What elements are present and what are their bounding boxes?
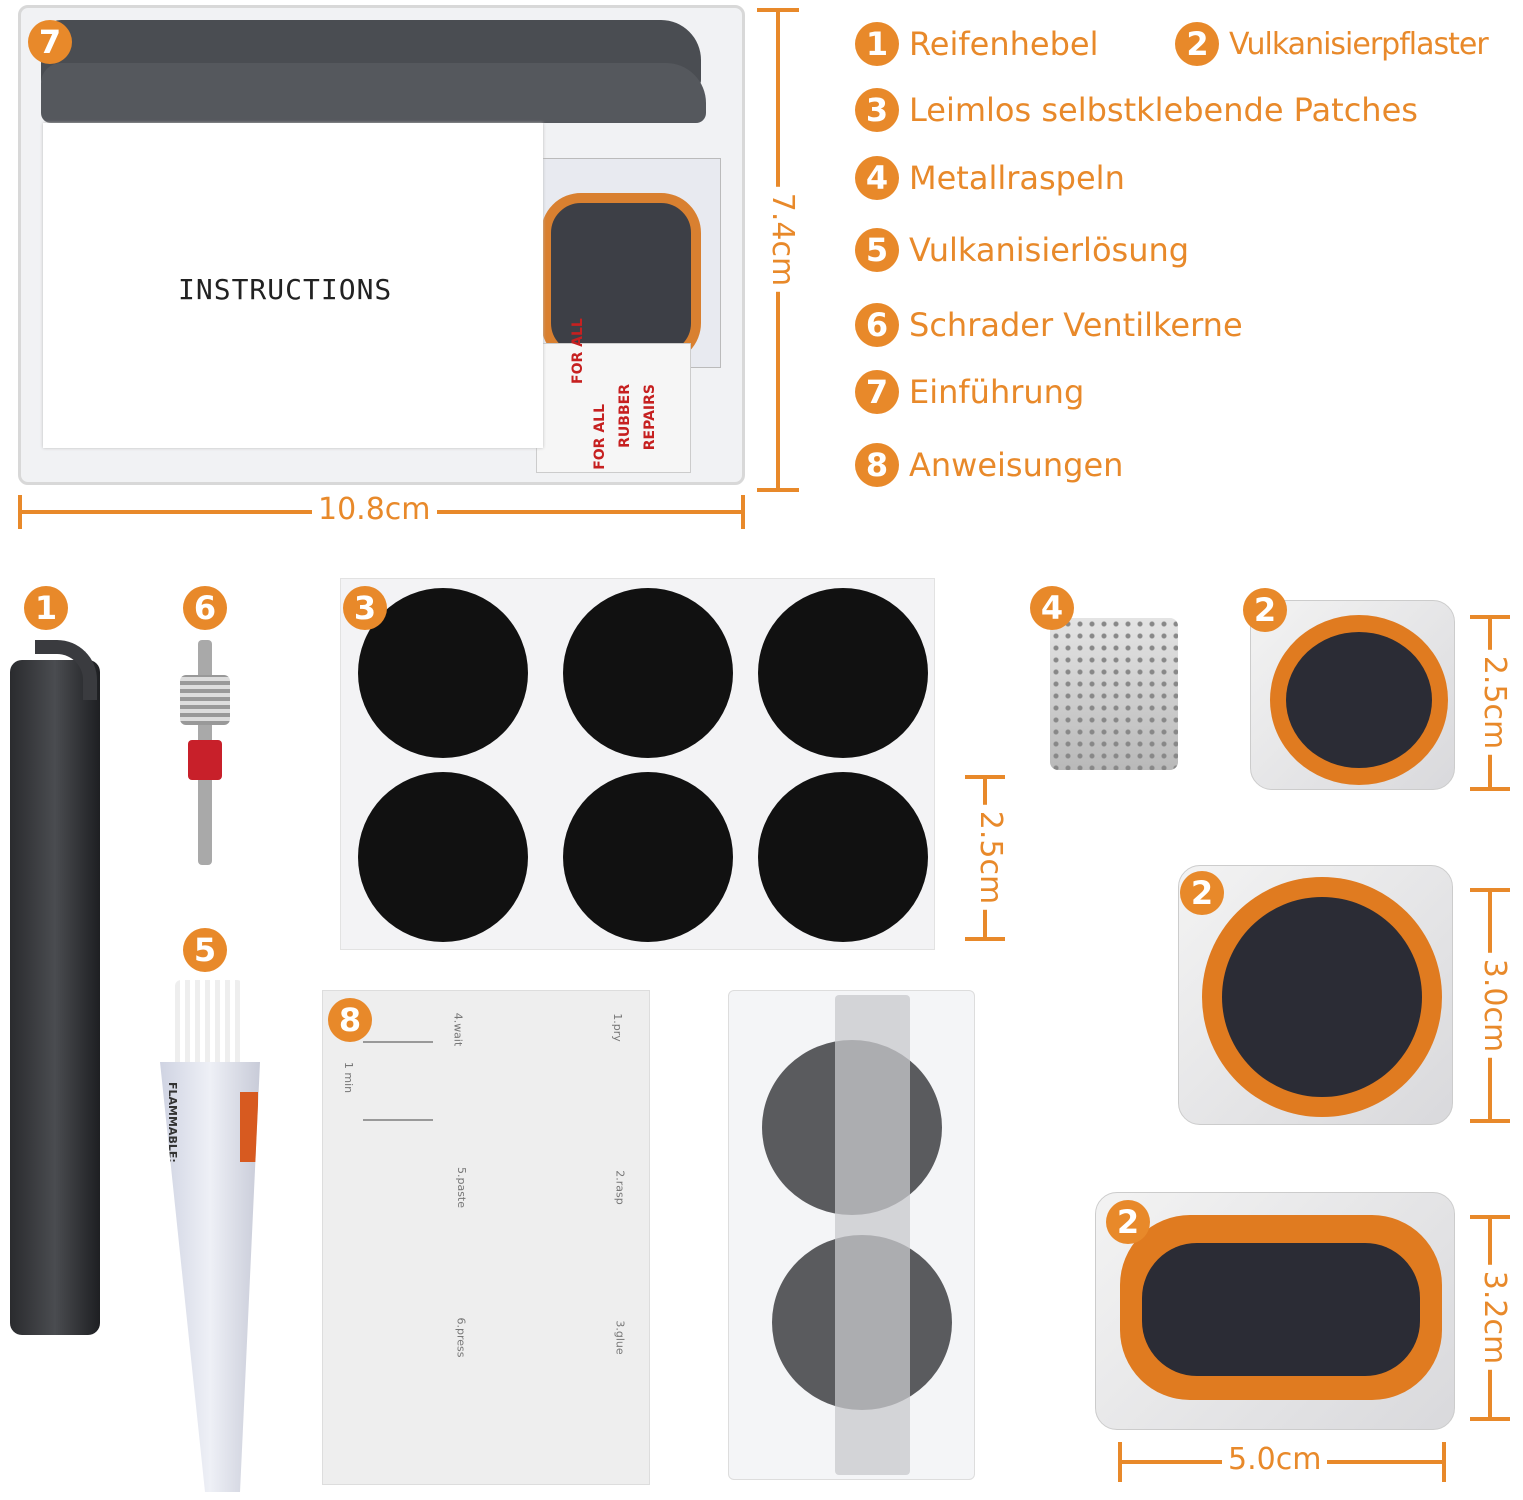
step-label: 1.pry xyxy=(610,1013,624,1042)
step-label: 6.press xyxy=(454,1317,468,1358)
storage-box: FOR ALL FOR ALL RUBBER REPAIRS INSTRUCTI… xyxy=(18,5,745,485)
badge-4: 4 xyxy=(1030,586,1074,630)
patch-small-label: 2.5cm xyxy=(1477,649,1513,756)
packet-text: RUBBER xyxy=(617,384,633,448)
glue-tube-text: FLAMMABLE: xyxy=(166,1082,179,1163)
repair-packet: FOR ALL FOR ALL RUBBER REPAIRS xyxy=(536,318,691,473)
badge-8: 8 xyxy=(328,998,372,1042)
badge-2: 2 xyxy=(1243,588,1287,632)
tire-lever xyxy=(10,660,100,1335)
packet-text: FOR ALL xyxy=(592,404,608,470)
tire-lever-hook xyxy=(35,640,97,700)
step-label: 3.glue xyxy=(613,1320,627,1355)
badge-3: 3 xyxy=(343,586,387,630)
packet-text: REPAIRS xyxy=(642,384,658,451)
adhesive-patch xyxy=(358,772,528,942)
instruction-card-title: INSTRUCTIONS xyxy=(178,273,393,306)
adhesive-patch xyxy=(758,772,928,942)
patch-medium-label: 3.0cm xyxy=(1477,952,1513,1059)
metal-rasp xyxy=(1050,618,1178,770)
instruction-manual: 1.pry 4.wait 1 min 2.rasp 5.paste 3.glue… xyxy=(322,990,650,1485)
step-label: 5.paste xyxy=(455,1166,469,1209)
adhesive-patch xyxy=(563,588,733,758)
glue-tube-cap xyxy=(175,980,243,1065)
badge-2: 2 xyxy=(1180,871,1224,915)
badge-6: 6 xyxy=(183,586,227,630)
badge-1: 1 xyxy=(24,586,68,630)
step-label: 4.wait xyxy=(451,1012,465,1047)
patch-size-label: 2.5cm xyxy=(973,804,1009,911)
adhesive-patch xyxy=(358,588,528,758)
step-label: 1 min xyxy=(342,1061,356,1094)
step-label: 2.rasp xyxy=(613,1170,627,1205)
patch-rect-height-label: 3.2cm xyxy=(1477,1264,1513,1371)
adhesive-patch xyxy=(758,588,928,758)
box-height-label: 7.4cm xyxy=(765,186,801,293)
patch-in-packet xyxy=(541,193,701,363)
badge-7: 7 xyxy=(28,20,72,64)
box-width-label: 10.8cm xyxy=(312,492,437,527)
tire-lever-stack xyxy=(41,63,706,123)
patch-rect-width-label: 5.0cm xyxy=(1222,1442,1328,1477)
badge-5: 5 xyxy=(183,928,227,972)
glue-tube: FLAMMABLE: xyxy=(160,1062,260,1492)
hourglass-icon xyxy=(363,1041,433,1121)
packet-text: FOR ALL xyxy=(570,318,586,384)
adhesive-patch xyxy=(563,772,733,942)
instruction-card: INSTRUCTIONS xyxy=(43,123,543,448)
badge-2: 2 xyxy=(1106,1200,1150,1244)
